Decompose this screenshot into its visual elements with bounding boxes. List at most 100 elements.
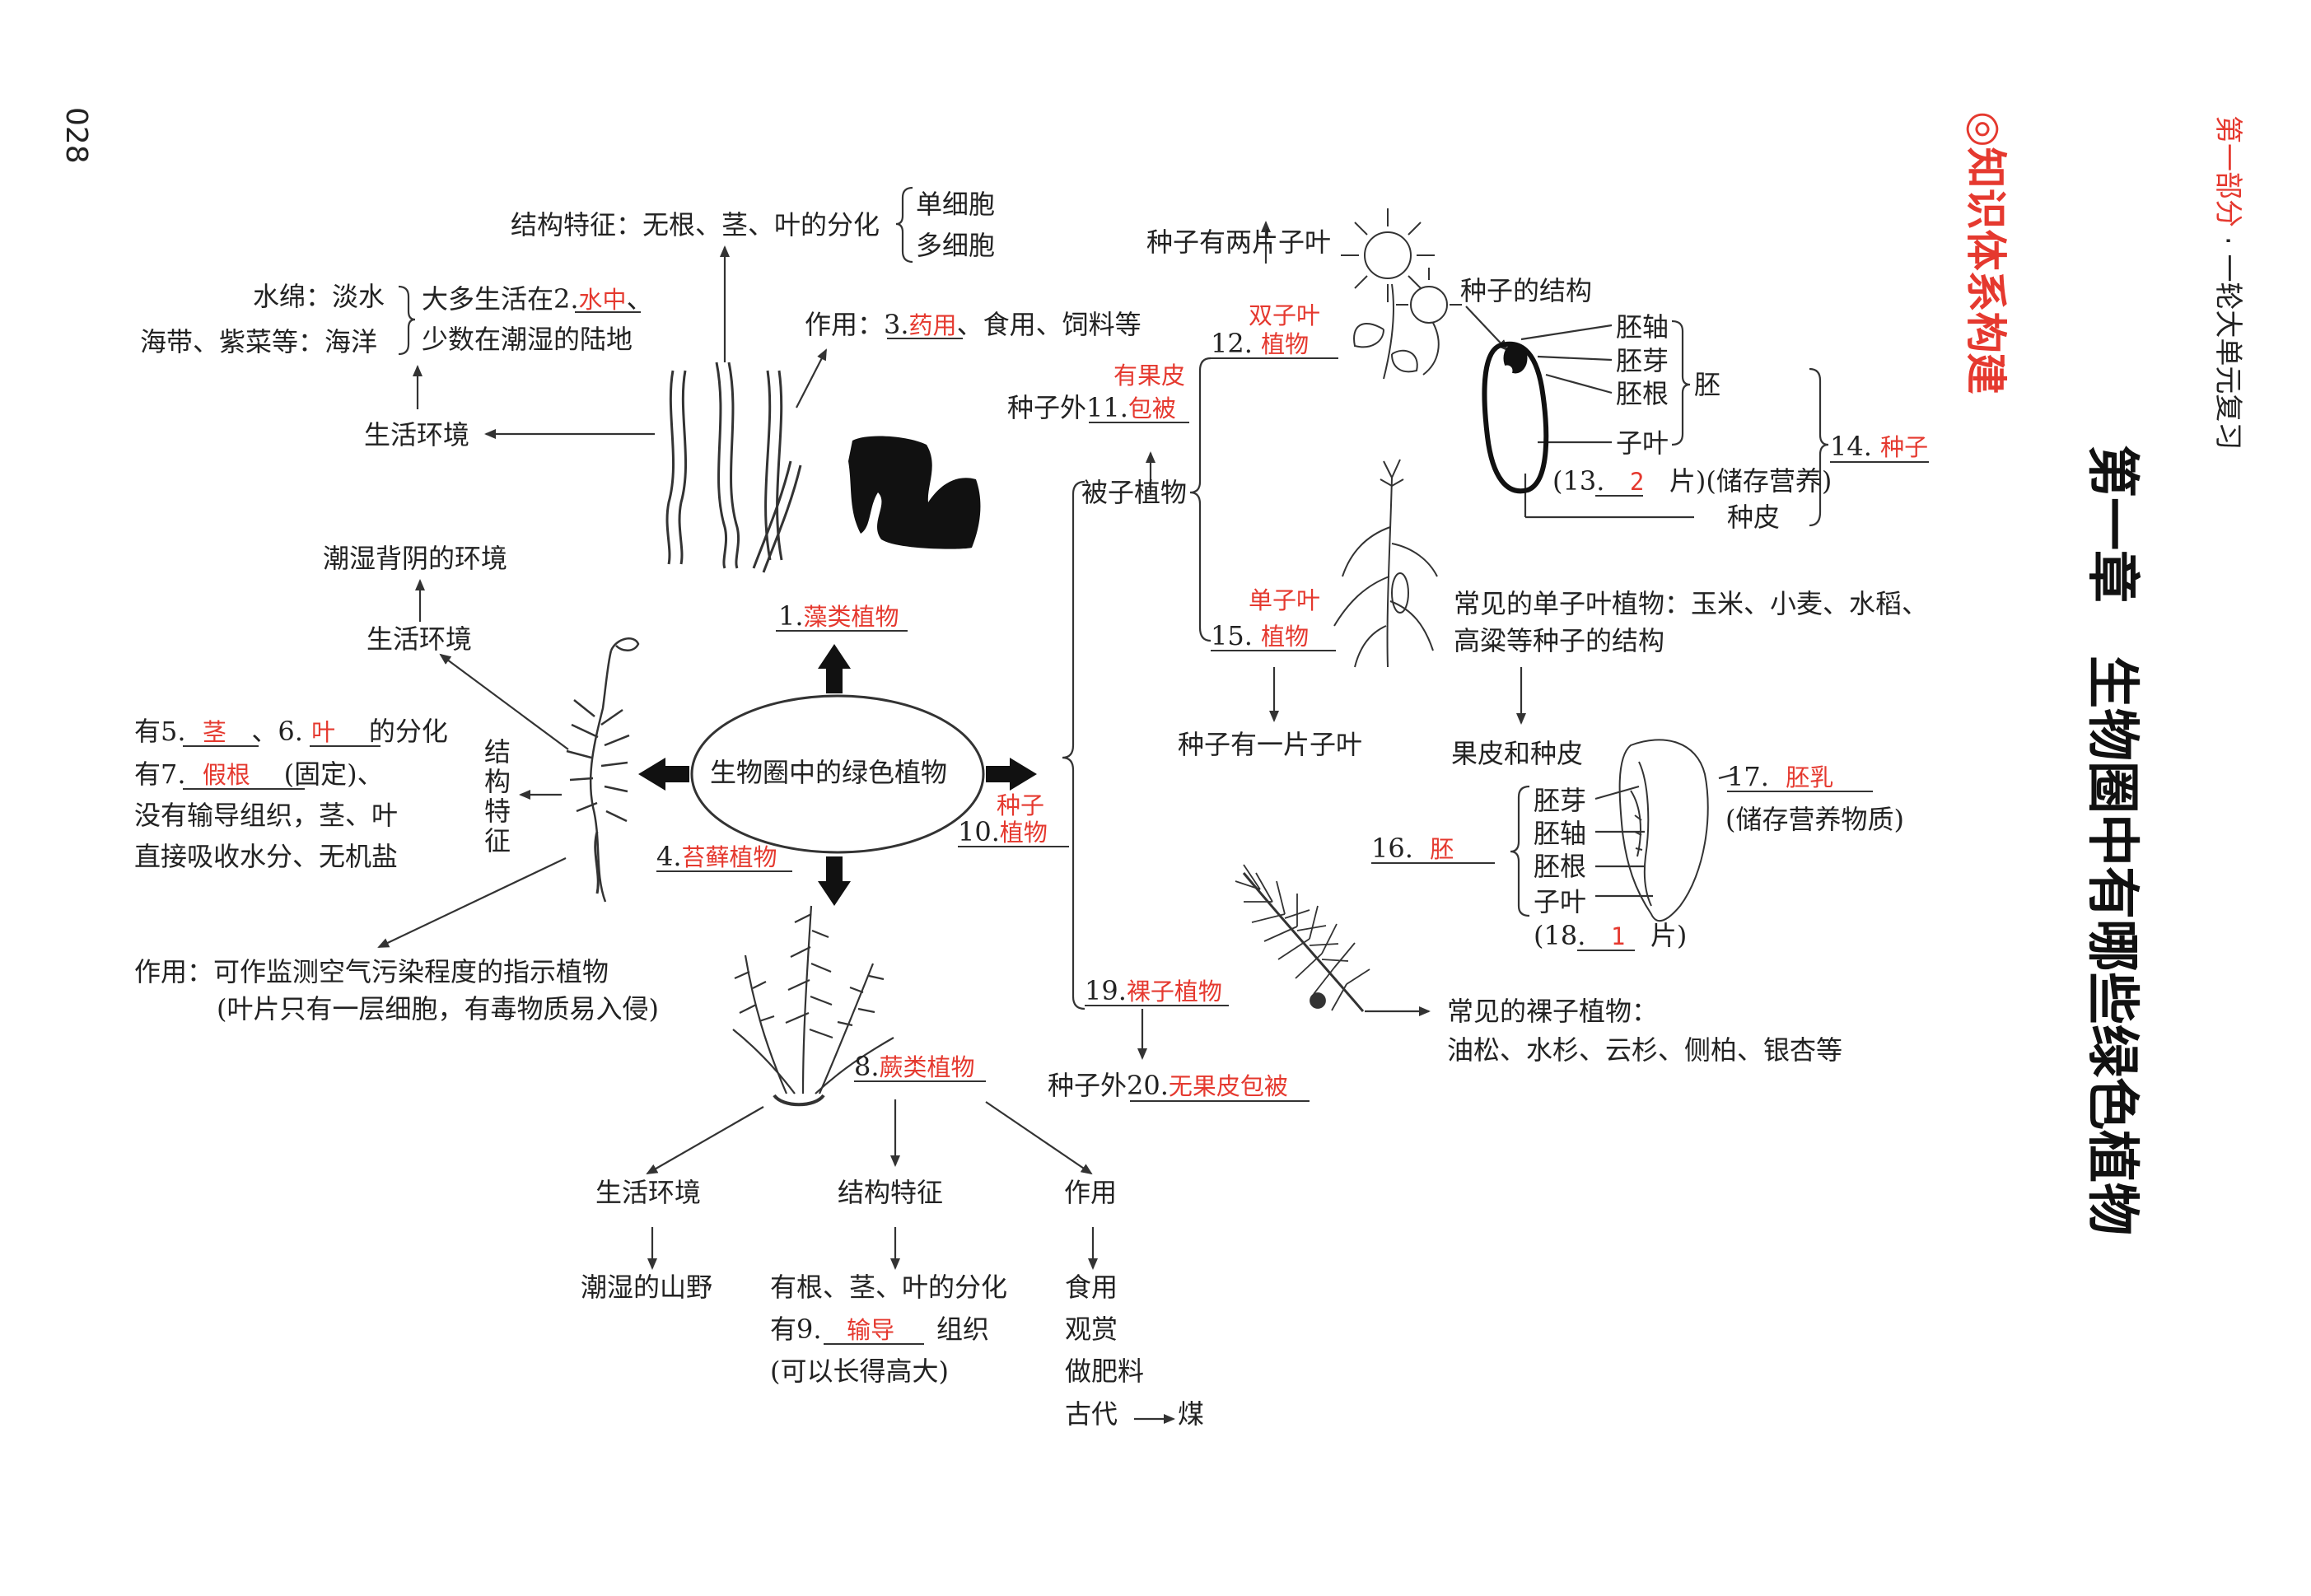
algae-structure: 结构特征：无根、茎、叶的分化 [511, 209, 880, 240]
corn-illustration [1333, 459, 1438, 668]
gymno-common-1: 常见的裸子植物： [1447, 996, 1659, 1027]
n18: (18. 1 片) [1534, 920, 1688, 951]
n13: (13. 2 片)(储存营养) [1552, 465, 1832, 497]
answer-3: 药用 [908, 311, 957, 339]
moss-env: 潮湿背阴的环境 [323, 543, 508, 574]
section-title: ◎知识体系构建 [1962, 111, 2010, 394]
blank-10 [958, 846, 1069, 847]
part-embryo-axis: 胚轴 [1616, 311, 1669, 343]
pine-illustration [1235, 864, 1370, 1012]
answer-10a: 种子 [997, 791, 1045, 819]
two-cotyledons: 种子有两片子叶 [1146, 226, 1332, 258]
moss-line-2: 有7. 假根 (固定)、 [134, 758, 384, 790]
answer-19: 裸子植物 [1126, 978, 1222, 1006]
blank-5 [183, 745, 259, 747]
blank-11 [1089, 422, 1189, 423]
angiosperm-label: 被子植物 [1081, 477, 1188, 508]
answer-20: 无果皮包被 [1168, 1072, 1288, 1100]
answer-11-top: 有果皮 [1113, 358, 1185, 392]
blank-19 [1085, 1005, 1229, 1006]
answer-14: 种子 [1880, 433, 1929, 461]
fern-node: 8.蕨类植物 [854, 1051, 975, 1082]
thick-arrow-up [818, 644, 851, 693]
answer-12b: 植物 [1261, 330, 1310, 358]
thick-arrow-right [986, 758, 1037, 791]
answer-8: 蕨类植物 [879, 1053, 975, 1081]
chapter-title: 第一章 生物圈中有哪些绿色植物 [2081, 445, 2142, 1235]
pericarp-label: 果皮和种皮 [1451, 738, 1584, 769]
answer-7: 假根 [202, 761, 250, 789]
thick-arrow-left [638, 758, 689, 791]
moss-habitat-label: 生活环境 [366, 623, 473, 655]
mono-part-plumule: 胚芽 [1534, 785, 1587, 816]
moss-use-1: 作用：可作监测空气污染程度的指示植物 [134, 956, 609, 987]
answer-17: 胚乳 [1786, 763, 1834, 791]
blank-12 [1211, 357, 1338, 359]
part-plumule: 胚芽 [1616, 345, 1669, 376]
mono-common-2: 高粱等种子的结构 [1454, 625, 1665, 656]
answer-12-top: 双子叶 [1249, 298, 1320, 332]
algae-multi-cell: 多细胞 [916, 230, 996, 261]
fern-habitat-label: 生活环境 [595, 1177, 702, 1208]
fern-illustration [732, 905, 894, 1107]
spirogyra-illustration [665, 362, 802, 573]
moss-struct-label: 结构特征 [484, 736, 511, 856]
algae-habitat-1: 大多生活在2.水中、 [422, 283, 653, 315]
seed-structure-label: 种子的结构 [1460, 275, 1593, 306]
thick-arrow-down [818, 856, 851, 906]
fern-coal: 煤 [1178, 1398, 1205, 1430]
seed-answer-top: 种子 [997, 788, 1044, 822]
fern-struct-label: 结构特征 [838, 1177, 944, 1208]
answer-11b: 包被 [1127, 394, 1176, 422]
running-header: 第一部分 · 一轮大单元复习 [2211, 115, 2244, 450]
algae-shuimian: 水绵：淡水 [253, 281, 385, 312]
answer-18: 1 [1610, 922, 1626, 950]
blank-3 [887, 338, 963, 339]
mono-part-axis: 胚轴 [1534, 818, 1587, 849]
moss-line-1: 有5. 茎 、6. 叶 的分化 [134, 716, 448, 747]
part-radicle: 胚根 [1616, 378, 1669, 409]
page-number: 028 [59, 107, 93, 164]
blank-9 [824, 1343, 924, 1345]
algae-habitat-label: 生活环境 [364, 419, 470, 450]
answer-10b: 植物 [999, 819, 1048, 847]
mono-part-radicle: 胚根 [1534, 851, 1587, 882]
fern-use-2: 观赏 [1065, 1314, 1118, 1345]
seed-outside-11: 种子外11.包被 [1007, 392, 1176, 423]
header-part: 第一部分 [2211, 115, 2244, 227]
gymno-node: 19.裸子植物 [1085, 975, 1222, 1006]
blank-6 [310, 745, 380, 747]
blank-1 [776, 630, 908, 632]
algae-haidai: 海带、紫菜等：海洋 [140, 326, 378, 357]
moss-line-3: 没有输导组织，茎、叶 [134, 800, 399, 831]
gymno-common-2: 油松、水杉、云杉、侧柏、银杏等 [1447, 1034, 1843, 1066]
mono-part-cotyledon: 子叶 [1534, 886, 1587, 917]
answer-12a: 双子叶 [1249, 301, 1321, 329]
blank-18 [1577, 950, 1635, 951]
moss-use-2: (叶片只有一层细胞，有毒物质易入侵) [217, 993, 659, 1024]
one-cotyledon: 种子有一片子叶 [1178, 729, 1363, 760]
n17-note: (储存营养物质) [1725, 804, 1904, 835]
sunflower-illustration [1341, 208, 1462, 380]
blank-16 [1371, 862, 1495, 864]
moss-node: 4.苔藓植物 [656, 841, 777, 872]
answer-9: 输导 [847, 1316, 895, 1344]
dicot-node: 12. 植物 [1211, 328, 1310, 359]
fern-use-label: 作用 [1064, 1177, 1118, 1208]
fern-habitat: 潮湿的山野 [581, 1272, 713, 1303]
header-title: 一轮大单元复习 [2211, 254, 2244, 450]
answer-15a: 单子叶 [1249, 586, 1321, 614]
algae-habitat-2: 少数在潮湿的陆地 [422, 324, 633, 355]
fern-ancient: 古代 [1065, 1398, 1118, 1430]
mono-common-1: 常见的单子叶植物：玉米、小麦、水稻、 [1454, 588, 1929, 619]
algae-use: 作用：3.药用、食用、饲料等 [805, 309, 1141, 340]
fern-struct-1: 有根、茎、叶的分化 [770, 1272, 1008, 1303]
n17: 17. 胚乳 [1727, 761, 1834, 792]
fern-struct-2: 有9. 输导 组织 [770, 1314, 989, 1345]
n14: 14. 种子 [1830, 431, 1929, 462]
moss-line-4: 直接吸收水分、无机盐 [134, 841, 399, 872]
center-label: 生物圈中的绿色植物 [710, 757, 948, 788]
answer-5: 茎 [202, 718, 226, 746]
